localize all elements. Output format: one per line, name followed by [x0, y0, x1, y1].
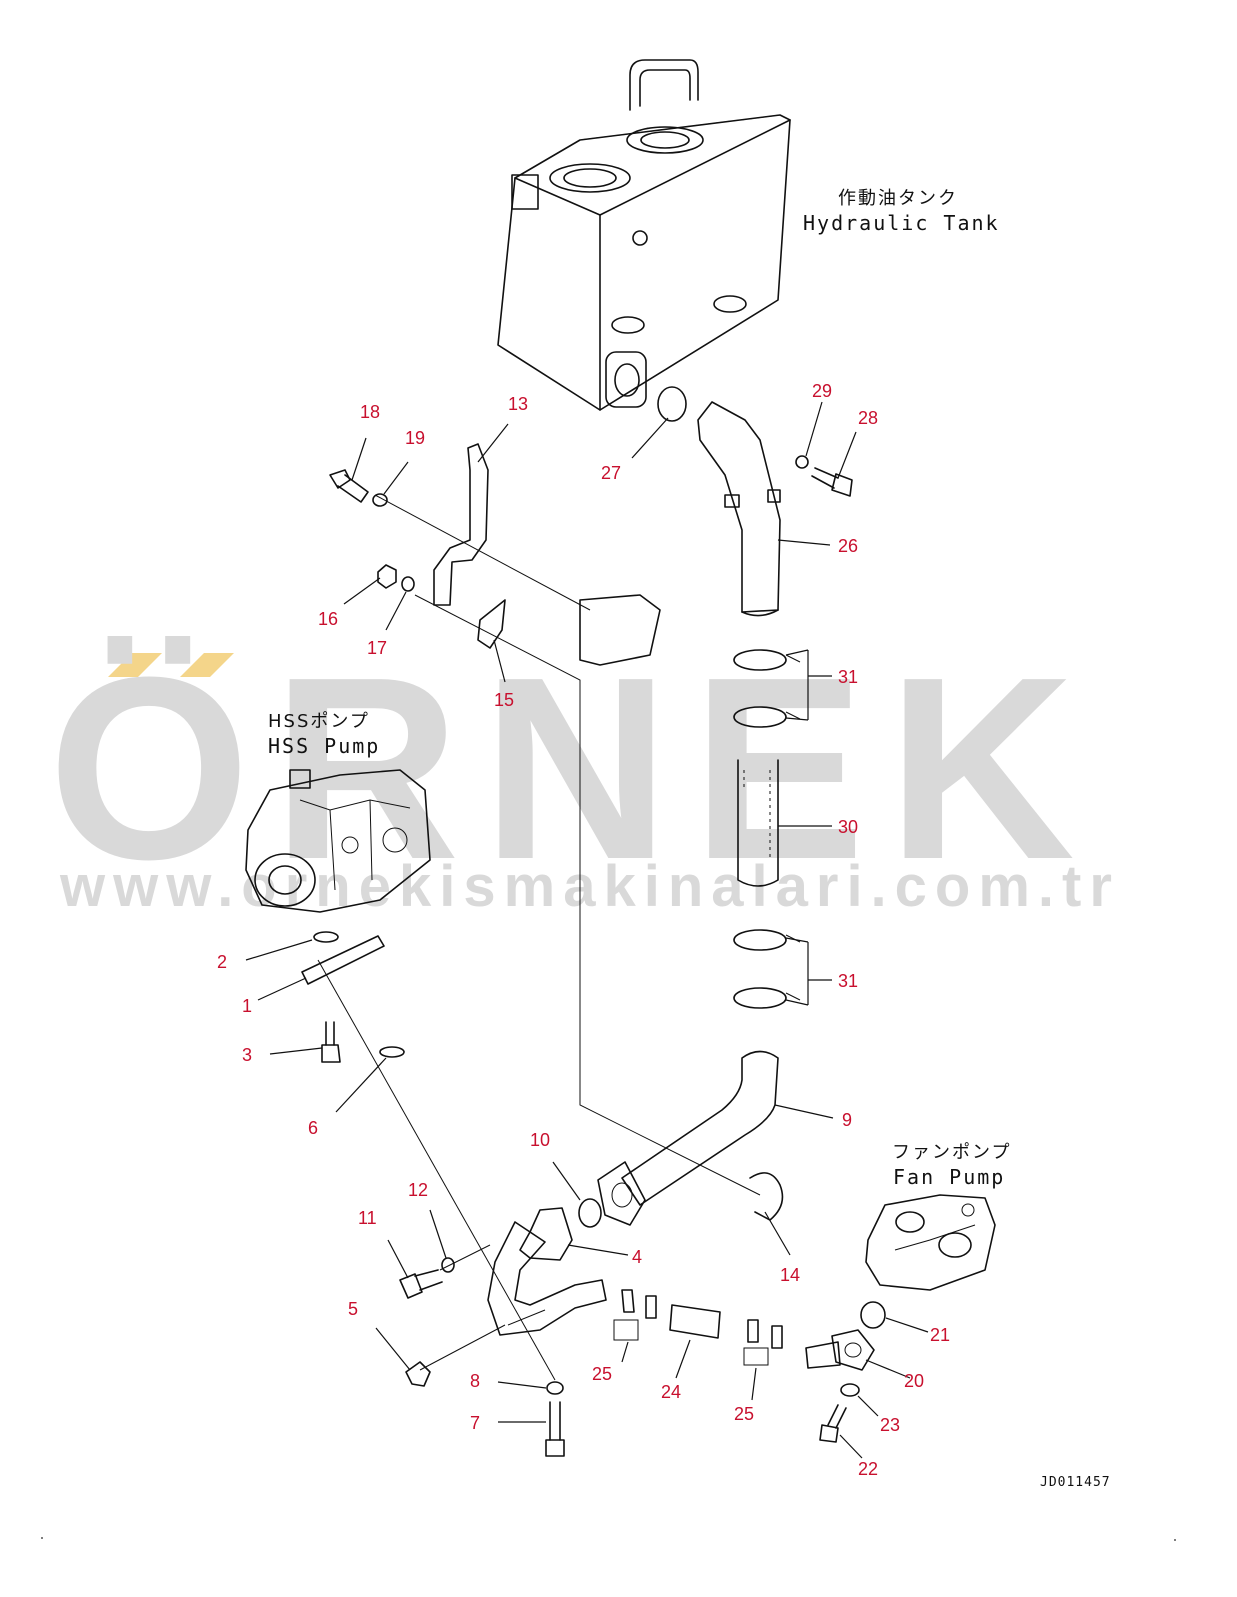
- part-number-15: 15: [494, 690, 514, 710]
- part-number-26: 26: [838, 536, 858, 556]
- flange-elbow-20: [805, 1329, 875, 1371]
- tank-outlet-flange: [579, 594, 661, 666]
- part-number-21: 21: [930, 1325, 950, 1345]
- hydraulic-tank-label-jp: 作動油タンク: [838, 188, 958, 209]
- o-ring-27: [657, 386, 687, 422]
- hss-pump-label-en: HSS Pump: [268, 734, 380, 758]
- part-numbers: 18 19 13 16 17 15 27 29 28 26 31 30 31 9…: [217, 381, 950, 1479]
- elbow-pipe-4: [487, 1207, 607, 1336]
- plate-15: [477, 599, 506, 649]
- hose-30: [737, 759, 779, 887]
- bracket-13: [433, 443, 489, 606]
- part-number-12: 12: [408, 1180, 428, 1200]
- bolt-18: [329, 469, 369, 503]
- plug-5: [405, 1361, 431, 1387]
- part-number-23: 23: [880, 1415, 900, 1435]
- part-number-1: 1: [242, 996, 252, 1016]
- fittings-25-left: [613, 1289, 657, 1341]
- pipe-9: [597, 1050, 779, 1226]
- corner-dot-right: [1174, 1539, 1176, 1541]
- part-number-7: 7: [470, 1413, 480, 1433]
- part-number-2: 2: [217, 952, 227, 972]
- part-number-14: 14: [780, 1265, 800, 1285]
- part-number-31-upper: 31: [838, 667, 858, 687]
- watermark-accent-left: [108, 653, 162, 677]
- part-number-25-right: 25: [734, 1404, 754, 1424]
- washer-19: [372, 493, 388, 507]
- hose-24: [669, 1304, 721, 1339]
- part-number-30: 30: [838, 817, 858, 837]
- hydraulic-tank: [497, 59, 791, 411]
- part-number-28: 28: [858, 408, 878, 428]
- hydraulic-tank-label-en: Hydraulic Tank: [803, 211, 1000, 235]
- watermark: ÖRNEK www.ornekismakinalari.com.tr: [48, 624, 1120, 919]
- part-number-18: 18: [360, 402, 380, 422]
- washer-17: [401, 576, 415, 592]
- part-number-8: 8: [470, 1371, 480, 1391]
- part-number-27: 27: [601, 463, 621, 483]
- o-ring-10: [578, 1198, 602, 1228]
- part-number-3: 3: [242, 1045, 252, 1065]
- elbow-pipe-26: [697, 401, 781, 617]
- part-number-4: 4: [632, 1247, 642, 1267]
- part-number-10: 10: [530, 1130, 550, 1150]
- part-number-22: 22: [858, 1459, 878, 1479]
- part-number-19: 19: [405, 428, 425, 448]
- nut-16: [377, 564, 397, 589]
- watermark-url: www.ornekismakinalari.com.tr: [59, 854, 1120, 919]
- bolt-11: [399, 1269, 443, 1299]
- part-number-20: 20: [904, 1371, 924, 1391]
- o-ring-2: [313, 931, 339, 943]
- watermark-accent-right: [180, 653, 234, 677]
- watermark-brand: ÖRNEK: [48, 624, 1097, 914]
- u-bolt-14: [749, 1172, 784, 1221]
- part-number-6: 6: [308, 1118, 318, 1138]
- tube-1: [301, 935, 385, 985]
- bolt-28: [811, 467, 853, 497]
- clamp-31-upper: [733, 649, 801, 728]
- part-number-24: 24: [661, 1382, 681, 1402]
- part-number-31-lower: 31: [838, 971, 858, 991]
- leader-lines: [245, 401, 929, 1459]
- part-number-5: 5: [348, 1299, 358, 1319]
- bolt-7: [545, 1401, 565, 1457]
- part-number-25-left: 25: [592, 1364, 612, 1384]
- hss-pump-label-jp: HSSポンプ: [268, 711, 370, 732]
- fan-pump-label-jp: ファンポンプ: [892, 1142, 1011, 1163]
- washer-29: [795, 455, 809, 469]
- o-ring-21: [860, 1301, 886, 1329]
- part-number-9: 9: [842, 1110, 852, 1130]
- part-number-16: 16: [318, 609, 338, 629]
- hss-pump: [245, 769, 431, 913]
- clamp-31-lower: [733, 929, 801, 1009]
- fan-pump-label-en: Fan Pump: [893, 1165, 1005, 1189]
- part-number-13: 13: [508, 394, 528, 414]
- part-number-17: 17: [367, 638, 387, 658]
- bolt-3: [321, 1021, 341, 1063]
- o-ring-6: [379, 1046, 405, 1058]
- fan-pump: [865, 1194, 996, 1291]
- drawing-code: JD011457: [1040, 1475, 1111, 1490]
- part-number-29: 29: [812, 381, 832, 401]
- washer-8: [546, 1381, 564, 1395]
- washer-12: [441, 1257, 455, 1273]
- bolt-22: [819, 1404, 847, 1443]
- fittings-25-right: [743, 1319, 783, 1366]
- washer-23: [840, 1383, 860, 1397]
- part-number-11: 11: [358, 1208, 377, 1228]
- corner-dot-left: [41, 1537, 43, 1539]
